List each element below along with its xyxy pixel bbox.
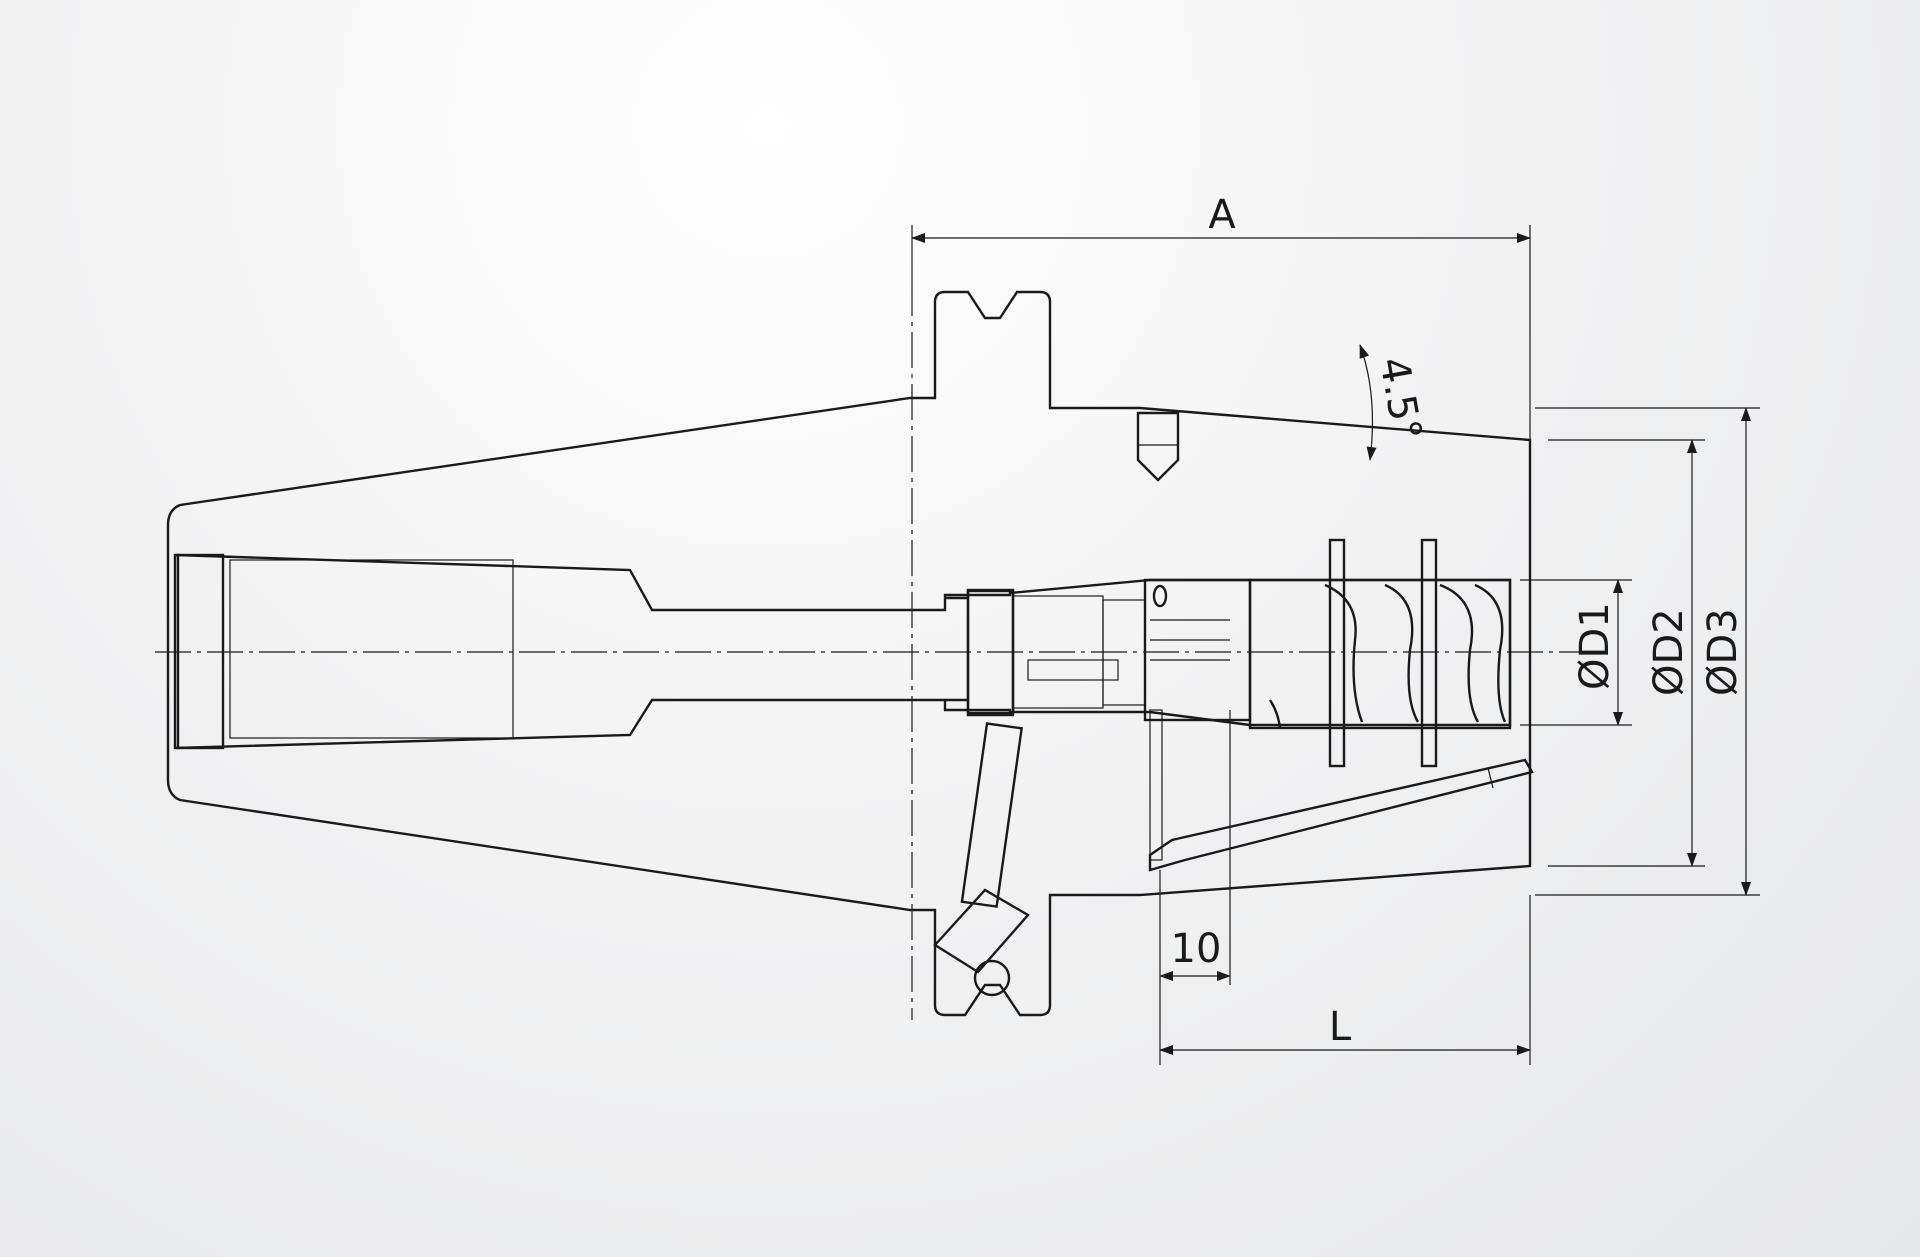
dimension-d1: ØD1	[1572, 579, 1623, 726]
coolant-channel	[1148, 709, 1534, 872]
d2-label: ØD2	[1646, 608, 1692, 696]
dimension-10: 10	[1159, 710, 1231, 1065]
radial-screw	[933, 722, 1030, 997]
spring	[1268, 538, 1507, 768]
dimension-a-label: A	[1208, 192, 1236, 238]
dimension-l: L	[1159, 895, 1531, 1065]
dimension-a: A	[911, 192, 1531, 440]
clamping-screw	[966, 578, 1512, 730]
dimension-10-label: 10	[1171, 926, 1222, 972]
d1-label: ØD1	[1572, 602, 1618, 690]
dimension-d3: ØD3	[1700, 407, 1751, 896]
tool-holder-body	[166, 290, 1532, 1017]
dimension-l-label: L	[1329, 1004, 1352, 1050]
dimension-d2: ØD2	[1646, 439, 1697, 867]
dimension-angle: 4.5°	[1359, 344, 1430, 461]
d3-label: ØD3	[1700, 608, 1746, 696]
angle-label: 4.5°	[1370, 354, 1430, 444]
set-screw-top	[1136, 411, 1180, 482]
